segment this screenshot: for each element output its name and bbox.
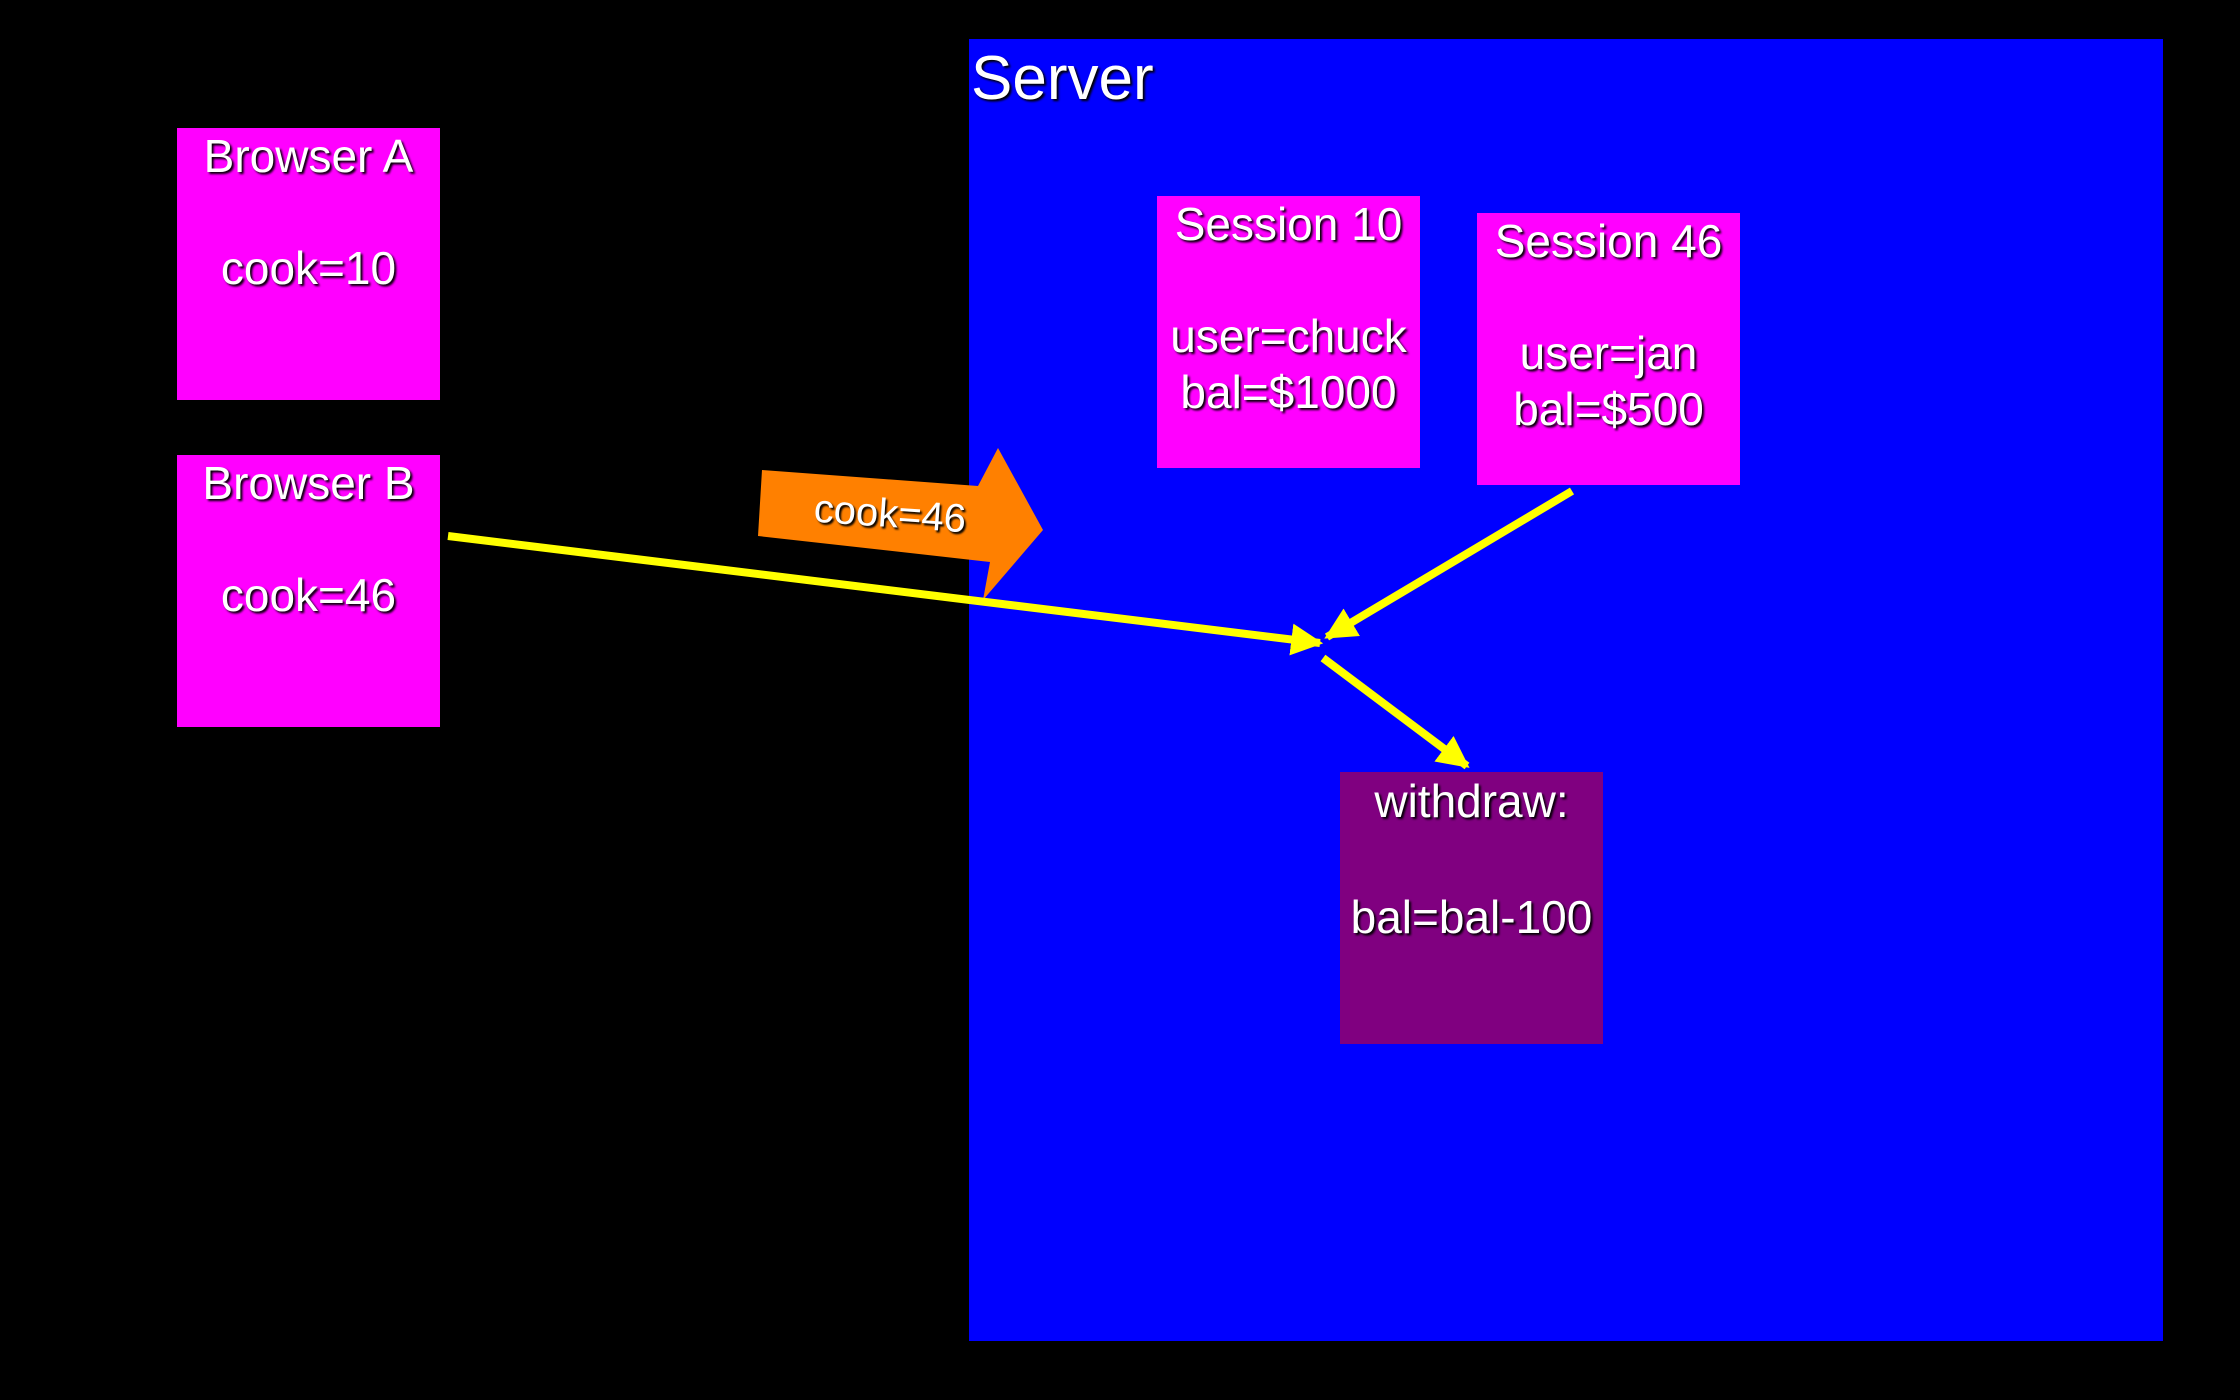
browser-b-box: Browser B cook=46 [177,455,440,727]
session-46-title: Session 46 [1494,215,1723,267]
browser-a-box: Browser A cook=10 [177,128,440,400]
withdraw-box: withdraw: bal=bal-100 [1340,772,1603,1044]
session-10-title: Session 10 [1174,198,1403,250]
browser-a-title: Browser A [203,130,414,182]
withdraw-title: withdraw: [1374,775,1569,827]
browser-a-cookie: cook=10 [220,242,397,294]
browser-b-title: Browser B [202,457,415,509]
session-46-to-request-connector [1324,487,1575,641]
request-to-withdraw-connector [1320,654,1470,770]
request-arrow-shape [758,448,1043,600]
session-10-balance: bal=$1000 [1180,366,1397,418]
browser-b-cookie: cook=46 [220,569,397,621]
withdraw-code: bal=bal-100 [1350,891,1593,943]
session-46-balance: bal=$500 [1513,383,1704,435]
server-title: Server [971,44,1154,113]
browser-b-to-server-connector [447,532,1324,656]
session-46-box: Session 46 user=jan bal=$500 [1477,213,1740,485]
session-46-user: user=jan [1519,327,1698,379]
session-10-box: Session 10 user=chuck bal=$1000 [1157,196,1420,468]
session-10-user: user=chuck [1170,310,1407,362]
